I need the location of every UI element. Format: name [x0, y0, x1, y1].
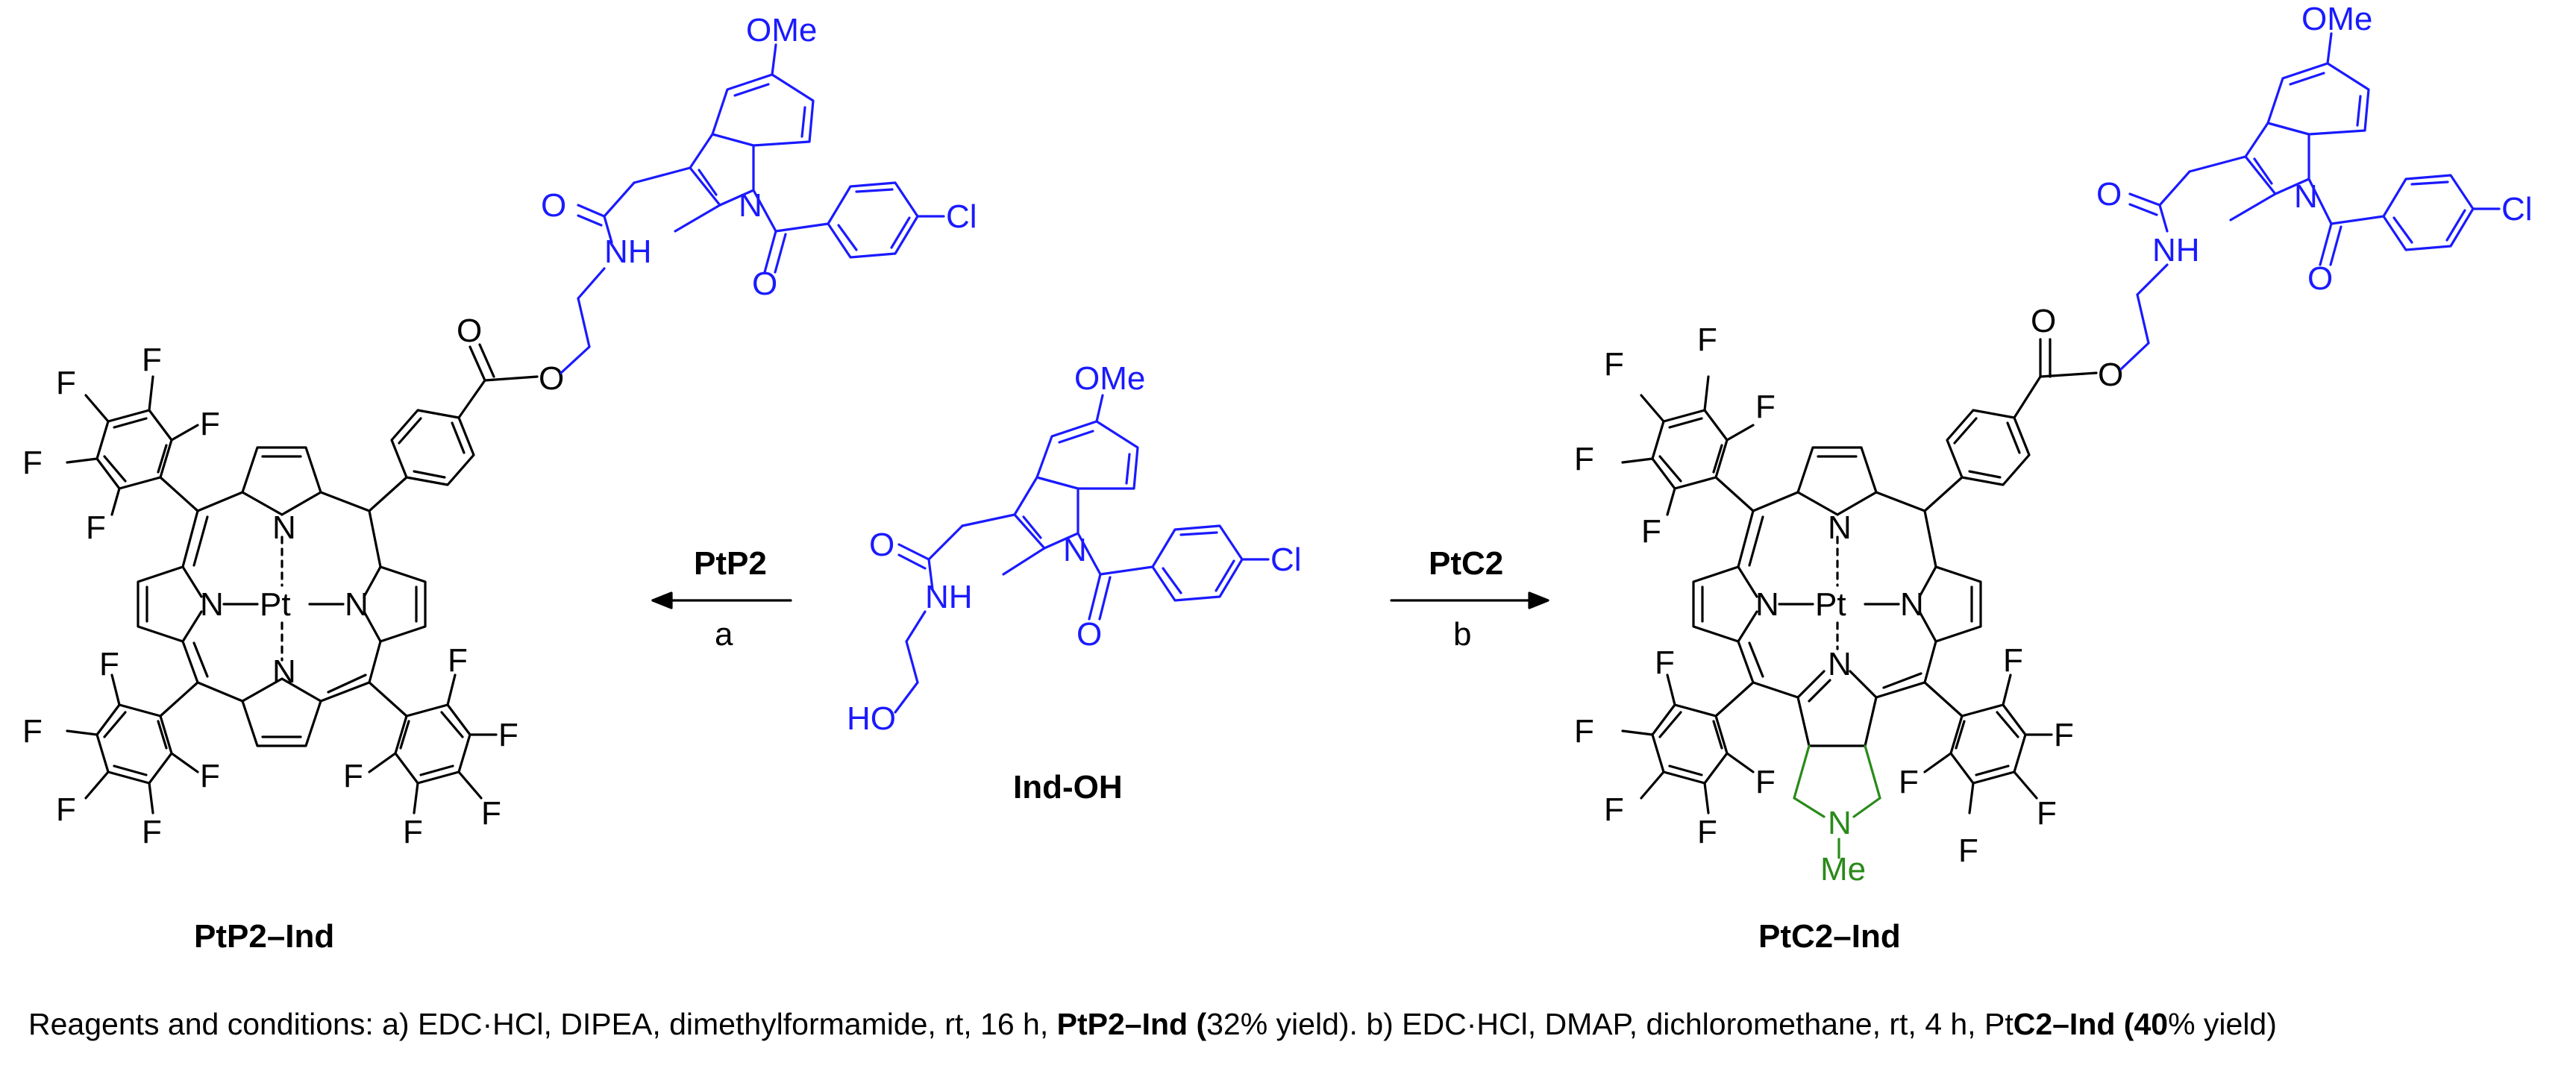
ptc2-ind-structure: N N N Pt N N Me F F F F	[1574, 1, 2533, 888]
ptc2-ome: OMe	[2301, 1, 2372, 37]
ptc2-f15: F	[1958, 832, 1978, 869]
ptc2-f4: F	[1574, 441, 1594, 477]
ptp2-f9: F	[56, 791, 76, 828]
ptc2-ind-label: PtC2–Ind	[1758, 918, 1901, 955]
ptp2-f4: F	[22, 445, 43, 481]
ptp2-porphyrin-core	[137, 446, 427, 747]
ptp2-ind-label: PtP2–Ind	[194, 918, 334, 955]
ptc2-f2: F	[1604, 346, 1624, 383]
arrow-a-step: a	[715, 616, 733, 653]
ptp2-carbonyl-o: O	[457, 313, 482, 349]
ind-oh-ho: HO	[847, 700, 896, 737]
ptc2-benzoyl-o: O	[2307, 260, 2333, 297]
ptc2-c6f5-bottom-right	[1923, 673, 2053, 814]
ptc2-f9: F	[1604, 791, 1624, 828]
ptp2-f12: F	[498, 717, 518, 753]
ptp2-c6f5-bottom-left	[66, 673, 199, 814]
ptp2-nh: NH	[604, 233, 652, 270]
ind-oh-ome: OMe	[1074, 360, 1145, 397]
ptc2-nh: NH	[2152, 232, 2200, 269]
arrow-b-reagent: PtC2	[1429, 545, 1503, 582]
caption-prefix: Reagents and conditions: a) EDC·HCl, DIP…	[28, 1007, 1057, 1041]
arrow-b-step: b	[1453, 616, 1471, 653]
ptc2-cl: Cl	[2501, 191, 2533, 227]
arrow-b	[1390, 591, 1549, 609]
caption-yield-b: % yield)	[2168, 1007, 2277, 1041]
ind-oh-nh: NH	[925, 579, 973, 615]
ind-oh-benzoyl-o: O	[1077, 616, 1102, 653]
ptc2-c6f5-bottom-left	[1621, 673, 1755, 814]
ptp2-f2: F	[56, 365, 76, 401]
ptp2-cl: Cl	[946, 198, 977, 235]
ptc2-n-methyl: Me	[1820, 851, 1866, 888]
ptc2-linker	[2119, 32, 2501, 371]
ptc2-n-right: N	[1900, 586, 1924, 623]
ptp2-f8: F	[200, 758, 220, 794]
ptc2-f6: F	[1655, 644, 1675, 681]
ind-oh-label: Ind-OH	[1013, 769, 1123, 806]
ptc2-f10: F	[1697, 814, 1717, 850]
ptc2-n-top: N	[1828, 509, 1852, 546]
ptp2-c6f5-top-left	[66, 375, 199, 516]
ptp2-amide-o: O	[541, 187, 566, 224]
ptp2-n-right: N	[345, 586, 369, 623]
ptc2-pt: Pt	[1815, 586, 1846, 623]
ptp2-ome: OMe	[746, 12, 817, 48]
ptp2-c6f5-bottom-right	[368, 673, 498, 814]
ptp2-f3: F	[200, 406, 220, 442]
ptc2-pyrrolidine-n: N	[1828, 805, 1852, 841]
ptc2-f14: F	[2037, 795, 2057, 832]
ptp2-benzoyl-o: O	[752, 266, 777, 302]
ptp2-ester-o: O	[539, 360, 564, 397]
ptc2-f1: F	[1697, 321, 1717, 358]
ptc2-f3: F	[1755, 389, 1776, 425]
ptc2-ester-o: O	[2098, 357, 2123, 393]
ptc2-n-bottom: N	[1828, 646, 1852, 682]
ptc2-carbonyl-o: O	[2031, 303, 2056, 339]
ind-oh-indole-n: N	[1063, 532, 1087, 568]
ptp2-pt: Pt	[260, 586, 291, 623]
ptc2-f7: F	[1574, 713, 1594, 750]
ptc2-c6f5-top-left	[1621, 375, 1755, 516]
caption-product-a: PtP2–Ind (	[1056, 1007, 1207, 1041]
ptc2-f8: F	[1755, 764, 1776, 800]
ptp2-n-left: N	[200, 586, 224, 623]
ptc2-indole-n: N	[2294, 178, 2318, 215]
ptp2-f1: F	[142, 342, 162, 378]
ptp2-linker	[560, 43, 945, 374]
ptc2-n-left: N	[1755, 586, 1779, 623]
ptc2-f11: F	[2003, 642, 2023, 679]
ptp2-f14: F	[481, 795, 501, 832]
reaction-conditions-caption: Reagents and conditions: a) EDC·HCl, DIP…	[28, 1007, 2277, 1042]
ptp2-indole-n: N	[739, 187, 762, 224]
ptc2-f12: F	[2054, 717, 2074, 753]
ptc2-amide-o: O	[2096, 176, 2122, 213]
ind-oh-amide-o: O	[869, 527, 894, 563]
ind-oh-structure	[894, 394, 1270, 714]
ptp2-f10: F	[142, 814, 162, 850]
ptc2-chlorin-core	[1692, 446, 1982, 747]
arrow-a-reagent: PtP2	[694, 545, 767, 582]
ptp2-f5: F	[86, 509, 106, 546]
ptp2-benzoate	[368, 343, 539, 512]
ptp2-n-top: N	[272, 509, 296, 546]
ptp2-f7: F	[22, 713, 43, 750]
ptp2-f6: F	[99, 646, 119, 682]
arrow-a	[651, 591, 792, 609]
ind-oh-cl: Cl	[1270, 541, 1302, 578]
ptc2-pyrrolidine	[1793, 744, 1881, 859]
ptp2-n-bottom: N	[272, 653, 296, 690]
ptp2-f13: F	[343, 758, 363, 794]
caption-yield-a: 32% yield). b) EDC·HCl, DMAP, dichlorome…	[1206, 1007, 2014, 1041]
ptc2-f13: F	[1899, 764, 1919, 800]
caption-product-b: C2–Ind (40	[2013, 1007, 2169, 1041]
ptp2-f11: F	[448, 642, 468, 679]
ptc2-benzoate	[1923, 338, 2098, 512]
ptc2-f5: F	[1641, 513, 1661, 550]
ptp2-ind-structure: N N N Pt N F F F F F	[22, 12, 977, 850]
ptp2-f15: F	[403, 814, 423, 850]
